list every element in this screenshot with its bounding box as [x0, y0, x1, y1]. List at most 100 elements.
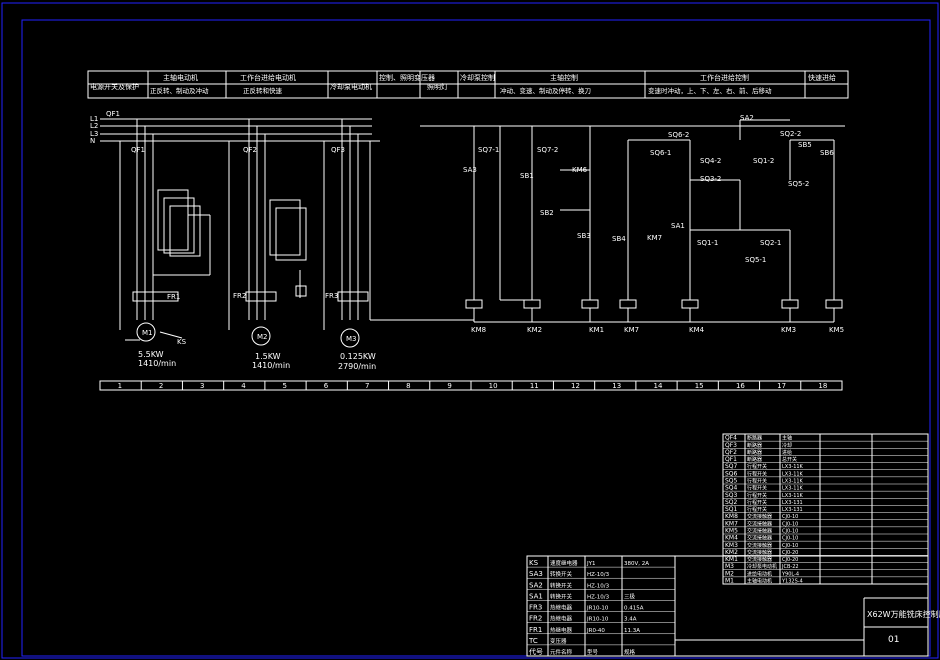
header-cell-4: 控制、照明变压器	[379, 73, 435, 82]
zone-number: 14	[654, 382, 663, 390]
header-sub-3: 变速时冲动，上、下、左、右、前、后移动	[648, 86, 772, 95]
parts-code: SA3	[529, 570, 543, 578]
qf-label: QF1	[131, 146, 145, 154]
parts-name: 热继电器	[550, 626, 573, 634]
inner-border	[21, 19, 931, 657]
motor-label: M2	[257, 333, 268, 341]
parts-name: 行程开关	[747, 463, 767, 470]
parts-model: JR10-10	[586, 617, 609, 623]
parts-model: JR10-10	[586, 606, 609, 612]
zone-number: 4	[241, 382, 246, 390]
parts-name: 交流接触器	[747, 520, 772, 527]
zone-number: 9	[447, 382, 451, 390]
parts-code: KS	[529, 559, 539, 567]
motor-label: M3	[346, 335, 357, 343]
bus-label: L2	[90, 122, 98, 130]
parts-code: SA1	[529, 592, 543, 600]
bus-label: N	[90, 137, 95, 145]
parts-spec: 进给	[782, 449, 792, 456]
motor-circuit-3	[323, 119, 474, 348]
parts-code: KM7	[725, 520, 738, 527]
parts-name: 行程开关	[747, 492, 767, 499]
header-text: 电源开关及保护 主轴电动机 工作台进给电动机 冷却泵电动机 控制、照明变压器 照…	[90, 73, 836, 95]
parts-code: KM5	[725, 528, 738, 535]
parts-name: 进给电动机	[747, 570, 772, 577]
switch-label: SB6	[820, 149, 834, 157]
switch-label: SQ7-1	[478, 146, 499, 154]
coil-label: KM3	[781, 326, 796, 334]
parts-spec: 总开关	[782, 456, 797, 463]
zone-number: 15	[695, 382, 704, 390]
parts-code: KM3	[725, 542, 738, 549]
motor-rating: 5.5KW	[138, 350, 164, 359]
bus-labels: L1 L2 L3 N QF1	[90, 110, 120, 145]
parts-name: 交流接触器	[747, 513, 772, 520]
parts-code: QF1	[725, 456, 737, 463]
zone-number: 17	[777, 382, 786, 390]
header-cell-8: 工作台进给控制	[700, 73, 749, 82]
switch-label: SQ4-2	[700, 157, 721, 165]
zone-number: 5	[283, 382, 287, 390]
parts-spec: LX3-131	[782, 500, 803, 506]
qf-label: QF2	[243, 146, 257, 154]
title-block	[674, 555, 929, 657]
parts-spec: LX3-11K	[782, 493, 804, 499]
zone-number: 1	[118, 382, 122, 390]
zone-number: 10	[489, 382, 498, 390]
switch-label: SQ6-2	[668, 131, 689, 139]
switch-label: SB4	[612, 235, 626, 243]
parts-name: 交流接触器	[747, 535, 772, 542]
parts-code: SQ3	[725, 492, 738, 499]
switch-label: SQ2-2	[780, 130, 801, 138]
coil-label: KM2	[527, 326, 542, 334]
parts-name: 转换开关	[550, 592, 573, 600]
parts-name: 变压器	[550, 637, 567, 645]
parts-name: 冷却泵电动机	[747, 563, 777, 570]
switch-label: SB2	[540, 209, 554, 217]
parts-spec: CJ0-10	[782, 536, 798, 542]
parts-name: 热继电器	[550, 604, 573, 612]
switch-label: KM7	[647, 234, 662, 242]
coil-label: KM4	[689, 326, 705, 334]
parts-name: 元件名称	[550, 648, 573, 656]
parts-code: SQ2	[725, 499, 738, 506]
switch-label: SB1	[520, 172, 534, 180]
parts-code: KM1	[725, 556, 738, 563]
motor-rating: 1.5KW	[255, 352, 281, 361]
parts-name: 转换开关	[550, 581, 573, 589]
switch-label: SB3	[577, 232, 591, 240]
zone-number: 3	[200, 382, 204, 390]
parts-name: 热继电器	[550, 615, 573, 623]
qf-label: QF1	[106, 110, 120, 118]
zone-number: 11	[530, 382, 539, 390]
parts-code: SA2	[529, 581, 543, 589]
switch-label: SA3	[463, 166, 477, 174]
parts-spec: 0.415A	[624, 606, 644, 612]
parts-code: QF3	[725, 442, 737, 449]
parts-code: KM2	[725, 549, 738, 556]
motor-circuit-1	[119, 119, 211, 342]
parts-name: 交流接触器	[747, 556, 772, 563]
parts-code: 代号	[529, 647, 543, 656]
parts-code: QF2	[725, 449, 737, 456]
bus-label: L3	[90, 130, 98, 138]
switch-label: KM6	[572, 166, 588, 174]
parts-code: KM4	[725, 535, 738, 542]
zone-number: 6	[324, 382, 329, 390]
switch-label: SQ5-1	[745, 256, 766, 264]
parts-code: FR3	[529, 604, 542, 612]
parts-spec: LX3-11K	[782, 486, 804, 492]
coil-label: KM7	[624, 326, 639, 334]
power-bus	[100, 118, 380, 142]
parts-name: 断路器	[747, 442, 762, 449]
parts-code: FR2	[529, 615, 542, 623]
parts-name: 行程开关	[747, 470, 767, 477]
parts-code: SQ6	[725, 470, 738, 477]
zone-number: 16	[736, 382, 745, 390]
fr-label: FR3	[325, 292, 338, 300]
header-cell-7: 主轴控制	[550, 73, 578, 82]
parts-code: FR1	[529, 626, 542, 634]
